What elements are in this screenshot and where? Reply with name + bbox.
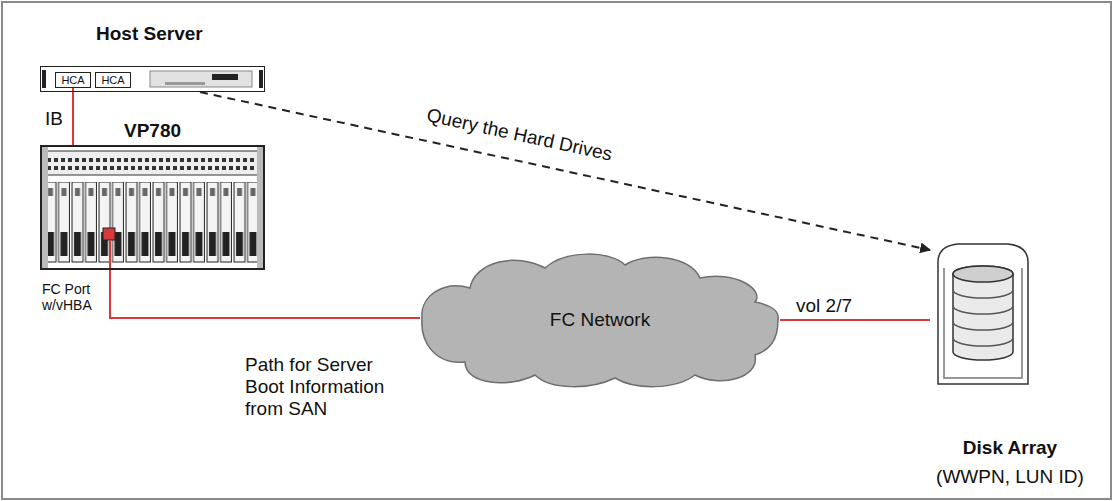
server-heading: Host Server xyxy=(96,23,203,45)
edge-label: vol 2/7 xyxy=(794,295,854,317)
disk-heading: Disk Array xyxy=(910,437,1110,459)
vp780-details xyxy=(42,147,263,270)
hca-card: HCA xyxy=(55,72,91,88)
disk-array-icon xyxy=(938,244,1028,384)
edge-label: Query the Hard Drives xyxy=(423,103,616,165)
server-chassis: Host ServerHCAHCA xyxy=(40,66,265,92)
edge-label: IB xyxy=(43,108,65,130)
fc-link xyxy=(72,88,74,145)
vp780-chassis: VP780 xyxy=(40,145,265,270)
fc-link xyxy=(110,270,420,318)
disk-array: Disk Array(WWPN, LUN ID) xyxy=(930,240,1030,390)
query-arrow xyxy=(200,92,930,250)
port-label: FC Port w/vHBA xyxy=(40,281,104,313)
vp780-heading: VP780 xyxy=(124,120,181,142)
server-details xyxy=(42,70,263,88)
cloud-shape xyxy=(422,254,778,387)
fc-network-cloud: FC Network xyxy=(420,250,780,390)
hca-card: HCA xyxy=(95,72,131,88)
disk-id: (WWPN, LUN ID) xyxy=(910,466,1110,488)
hca-label: HCA xyxy=(61,74,84,87)
fc-link xyxy=(780,319,930,321)
cloud-label: FC Network xyxy=(550,309,650,331)
hca-label: HCA xyxy=(101,74,124,87)
edge-label: Path for Server Boot Information from SA… xyxy=(243,354,407,420)
